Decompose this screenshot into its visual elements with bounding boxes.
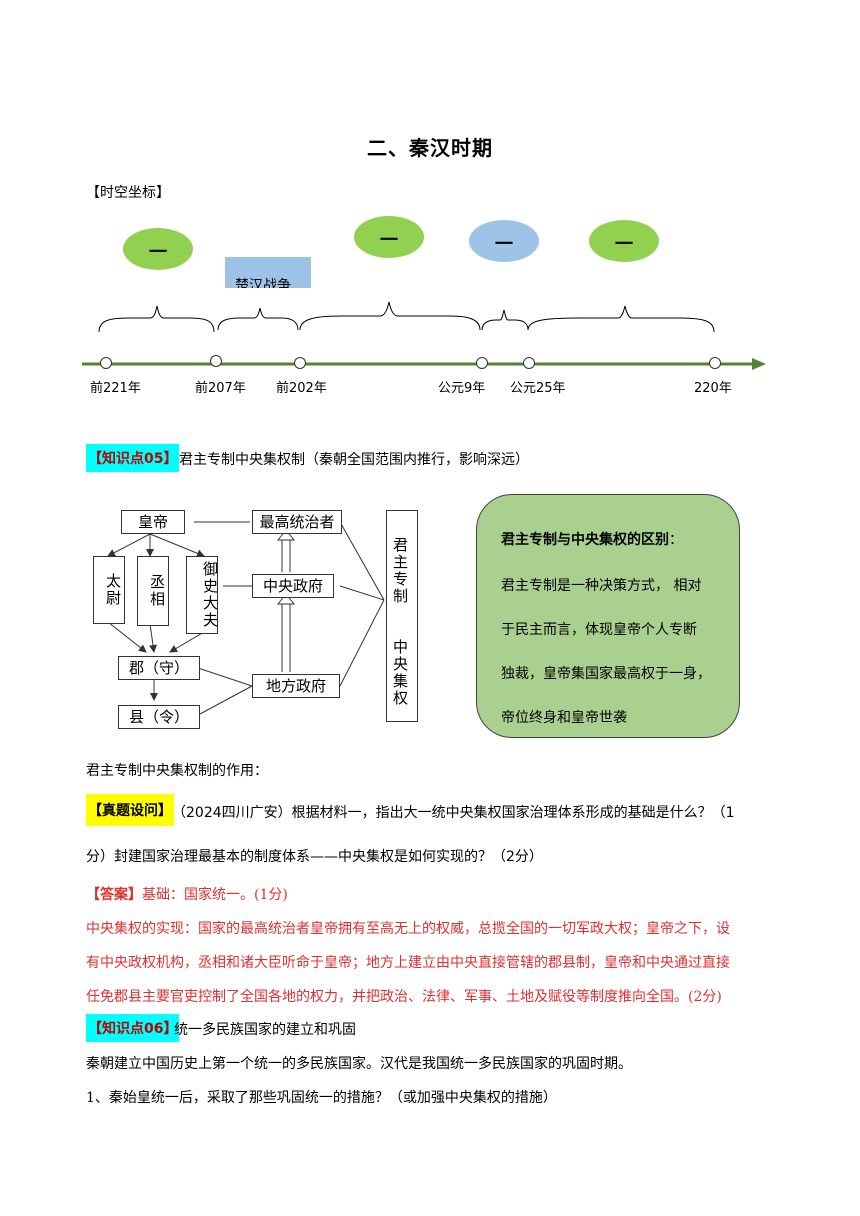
timeline bbox=[82, 301, 766, 370]
period-bubble: 一 bbox=[123, 228, 193, 270]
central-gov-box: 中央政府 bbox=[252, 574, 334, 598]
answer-line: 【答案】基础：国家统一。(1分) bbox=[86, 887, 288, 903]
difference-line: 君主专制是一种决策方式， 相对 bbox=[501, 578, 702, 594]
kp06-tag: 【知识点06】 bbox=[86, 1014, 180, 1042]
timeline-date: 公元25年 bbox=[510, 381, 566, 396]
timeline-date: 前221年 bbox=[90, 381, 141, 396]
timeline-node bbox=[709, 357, 721, 369]
difference-line: 帝位终身和皇帝世袭 bbox=[501, 710, 627, 726]
county-box: 县（令） bbox=[118, 705, 200, 729]
question-line: （2024四川广安）根据材料一，指出大一统中央集权国家治理体系形成的基础是什么？… bbox=[172, 805, 735, 821]
period-bubble: 一 bbox=[354, 216, 424, 258]
timeline-date: 前207年 bbox=[195, 381, 246, 396]
kp05-text: 君主专制中央集权制（秦朝全国范围内推行，影响深远） bbox=[179, 452, 529, 468]
question-line: 分）封建国家治理最基本的制度体系——中央集权是如何实现的？（2分） bbox=[86, 849, 543, 865]
official-box: 御史大夫 bbox=[186, 556, 219, 634]
emperor-box: 皇帝 bbox=[121, 510, 185, 534]
difference-title: 君主专制与中央集权的区别： bbox=[501, 532, 683, 548]
timeline-node bbox=[210, 355, 222, 367]
brace bbox=[217, 307, 299, 331]
paragraph: 1、秦始皇统一后，采取了那些巩固统一的措施？（或加强中央集权的措施） bbox=[86, 1090, 557, 1106]
answer-line: 中央集权的实现：国家的最高统治者皇帝拥有至高无上的权威，总揽全国的一切军政大权；… bbox=[86, 921, 730, 937]
section-label: 【时空坐标】 bbox=[86, 185, 170, 201]
difference-line: 于民主而言，体现皇帝个人专断 bbox=[501, 622, 697, 638]
local-gov-box: 地方政府 bbox=[252, 674, 340, 698]
answer-line: 任免郡县主要官吏控制了全国各地的权力，并把政治、法律、军事、土地及赋役等制度推向… bbox=[86, 989, 722, 1005]
brace bbox=[527, 305, 715, 333]
kp05-tag: 【知识点05】 bbox=[86, 444, 180, 472]
timeline-date: 220年 bbox=[694, 381, 732, 396]
timeline-node bbox=[294, 357, 306, 369]
timeline-node bbox=[523, 357, 535, 369]
role-line: 君主专制中央集权制的作用： bbox=[86, 763, 268, 779]
timeline-date: 公元9年 bbox=[438, 381, 486, 396]
period-bubble: 一 bbox=[469, 220, 539, 262]
supreme-ruler-box: 最高统治者 bbox=[252, 510, 342, 534]
war-box: 楚汉战争 bbox=[225, 257, 311, 288]
side-box: 君主专制 中央集权 bbox=[386, 510, 418, 722]
difference-line: 独裁，皇帝集国家最高权于一身， bbox=[501, 666, 711, 682]
timeline-date: 前202年 bbox=[276, 381, 327, 396]
question-tag: 【真题设问】 bbox=[86, 794, 174, 826]
timeline-arrow bbox=[752, 358, 766, 370]
period-bubble: 一 bbox=[589, 220, 659, 262]
commandery-box: 郡（守） bbox=[118, 656, 200, 680]
structure-diagram-lines bbox=[107, 521, 385, 715]
page-title: 二、秦汉时期 bbox=[367, 136, 493, 160]
paragraph: 秦朝建立中国历史上第一个统一的多民族国家。汉代是我国统一多民族国家的巩固时期。 bbox=[86, 1056, 632, 1072]
answer-line: 有中央政权机构，丞相和诸大臣听命于皇帝；地方上建立由中央直接管辖的郡县制，皇帝和… bbox=[86, 955, 730, 971]
difference-box: 君主专制与中央集权的区别： 君主专制是一种决策方式， 相对 于民主而言，体现皇帝… bbox=[476, 494, 740, 738]
kp06-text: 统一多民族国家的建立和巩固 bbox=[174, 1022, 356, 1038]
official-box: 太尉 bbox=[93, 556, 125, 624]
timeline-node bbox=[476, 357, 488, 369]
timeline-node bbox=[100, 357, 112, 369]
brace bbox=[481, 309, 529, 331]
brace bbox=[299, 301, 481, 331]
official-box: 丞相 bbox=[137, 556, 169, 626]
brace bbox=[98, 305, 215, 333]
